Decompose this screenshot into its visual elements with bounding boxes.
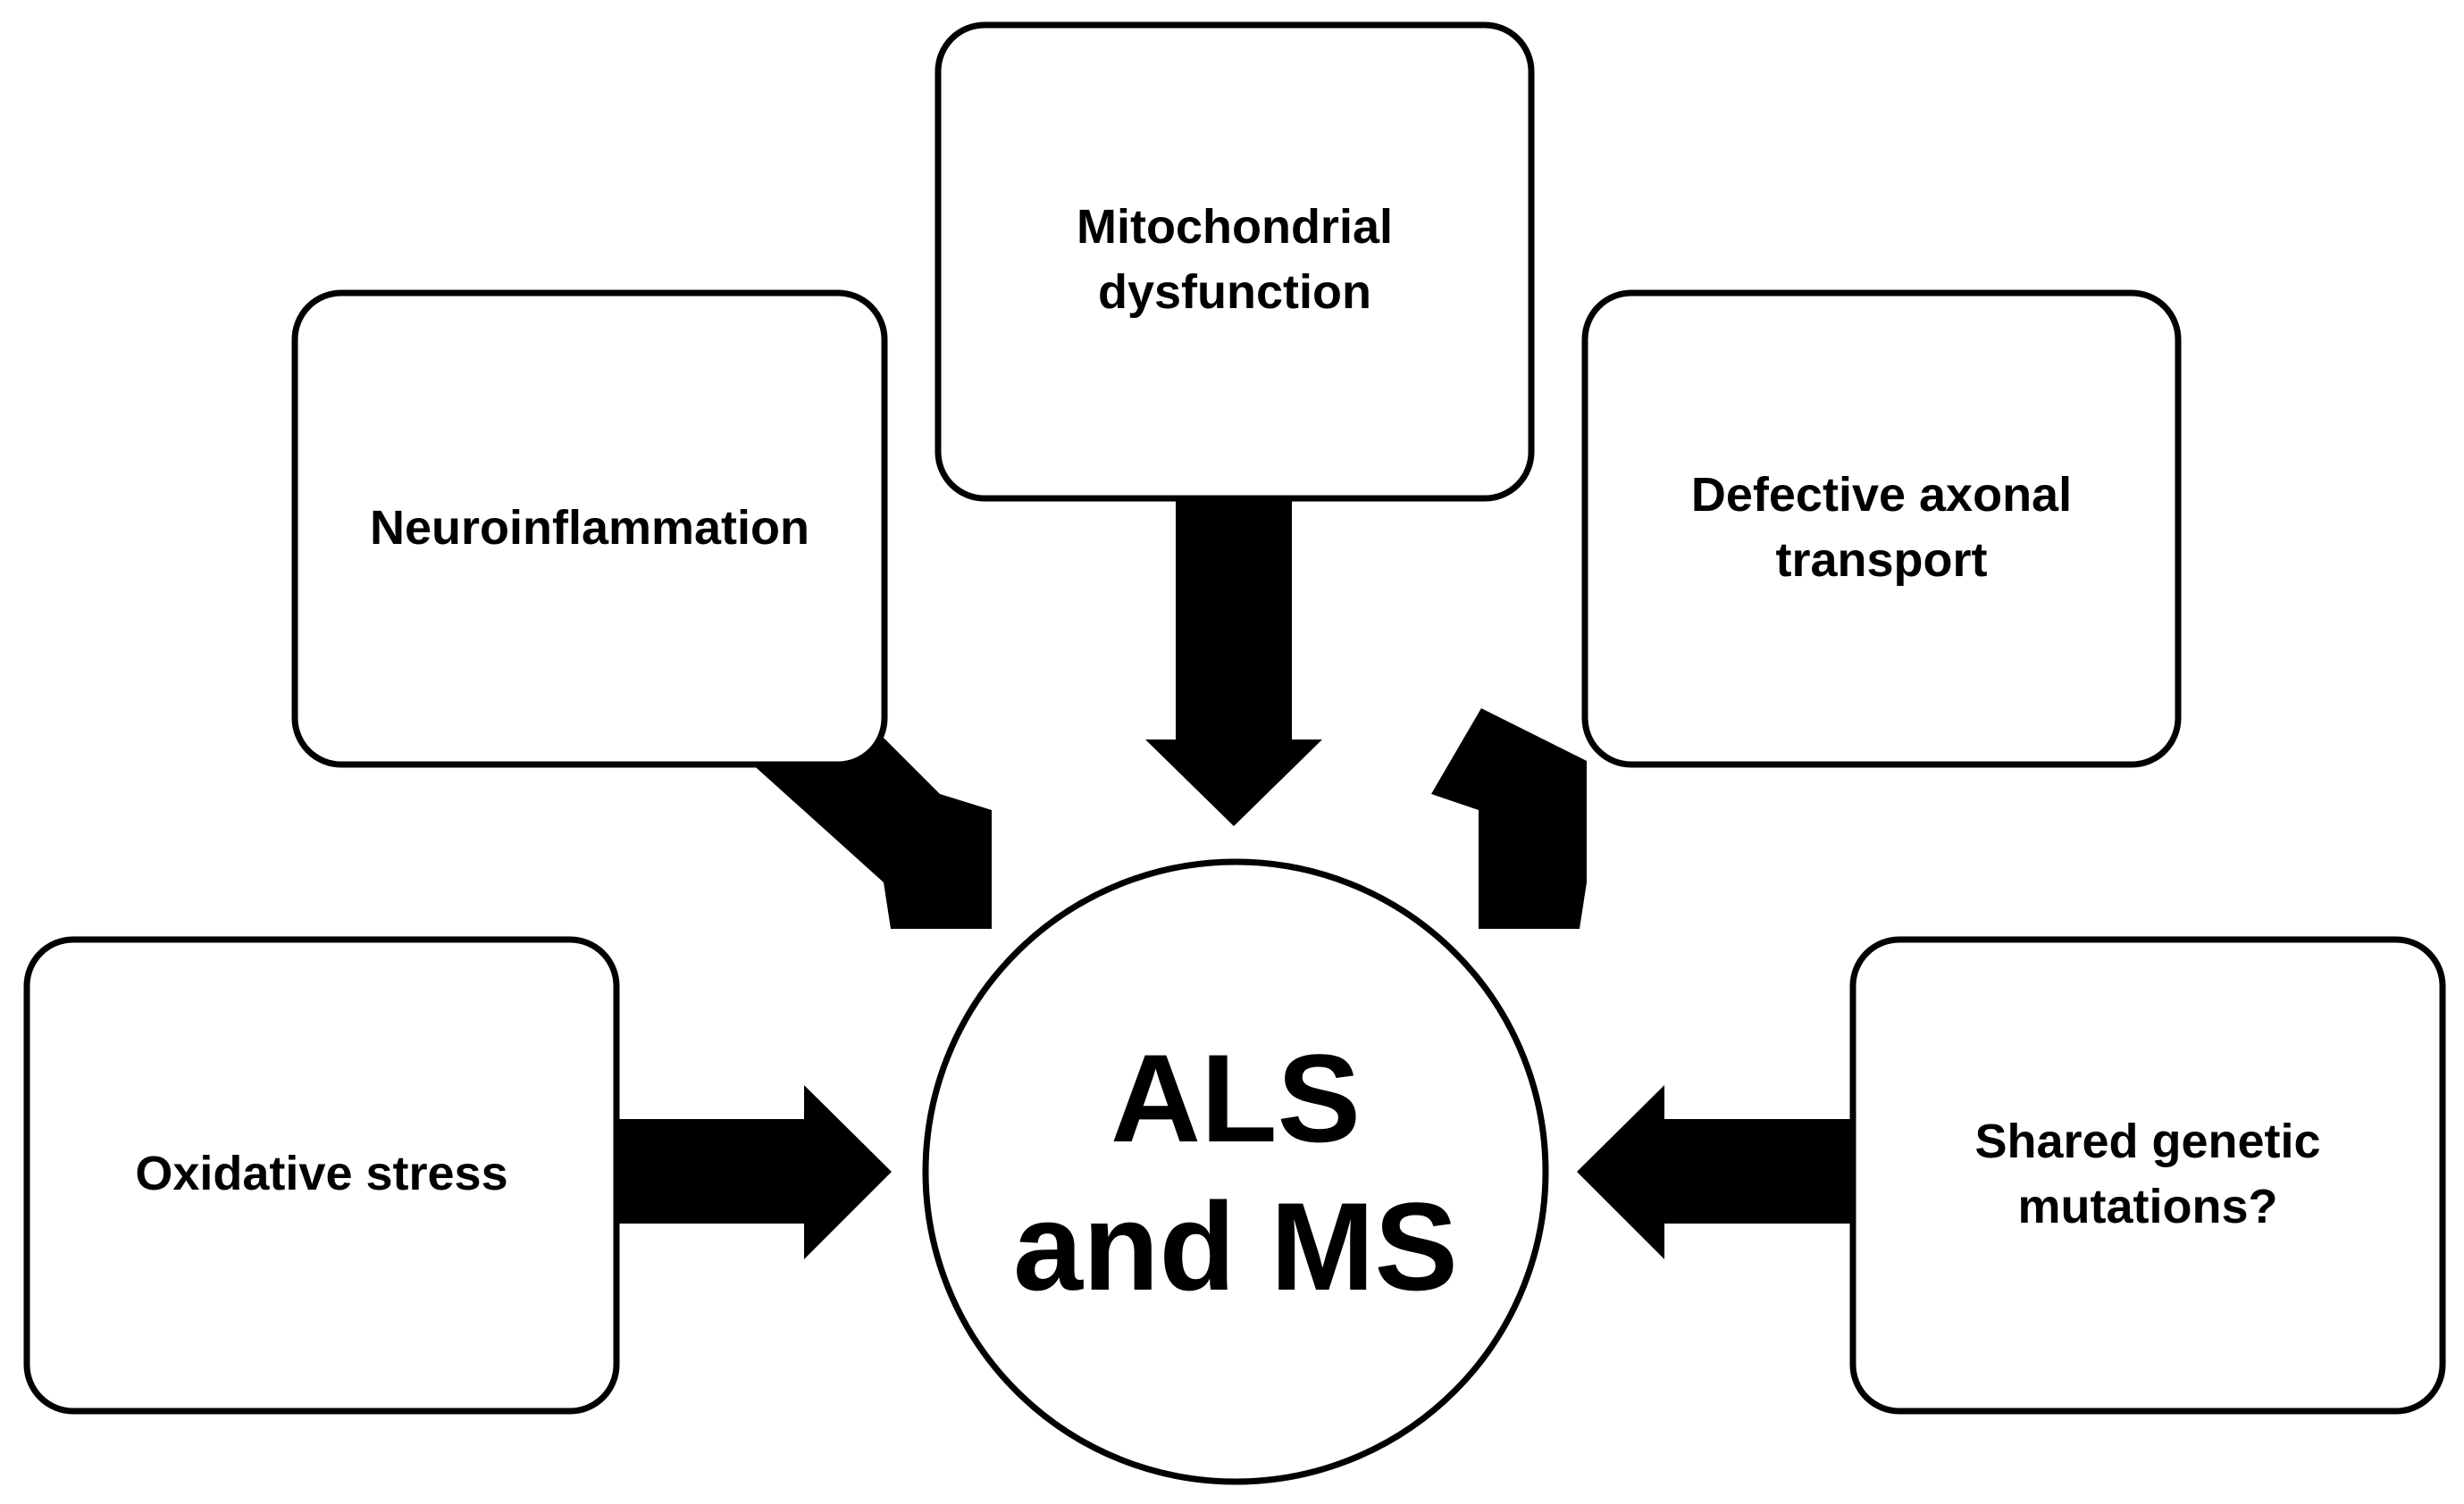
- box-mitochondrial-line2: dysfunction: [1098, 265, 1371, 319]
- box-mitochondrial-line1: Mitochondrial: [1077, 200, 1393, 254]
- center-line2: and MS: [1013, 1176, 1458, 1316]
- box-axonal-transport-line1: Defective axonal: [1691, 468, 2072, 522]
- box-genetic-mutations-line2: mutations?: [2018, 1180, 2278, 1233]
- box-mitochondrial: Mitochondrial dysfunction: [934, 21, 1535, 502]
- box-oxidative-stress-line1: Oxidative stress: [135, 1147, 507, 1200]
- arrow-mitochondrial: [1145, 500, 1322, 826]
- box-genetic-mutations: Shared genetic mutations?: [1849, 936, 2446, 1415]
- box-axonal-transport: Defective axonal transport: [1581, 289, 2182, 768]
- arrow-axonal-transport: [1431, 708, 1587, 929]
- arrow-genetic-mutations: [1577, 1085, 1851, 1259]
- center-line1: ALS: [1110, 1028, 1361, 1168]
- box-neuroinflammation-line1: Neuroinflammation: [370, 501, 809, 555]
- box-axonal-transport-line2: transport: [1775, 533, 1987, 587]
- box-genetic-mutations-line1: Shared genetic: [1974, 1115, 2320, 1168]
- box-oxidative-stress: Oxidative stress: [23, 936, 620, 1415]
- box-neuroinflammation: Neuroinflammation: [291, 289, 888, 768]
- center-disease: ALS and MS: [922, 858, 1549, 1485]
- arrow-oxidative-stress: [615, 1085, 892, 1259]
